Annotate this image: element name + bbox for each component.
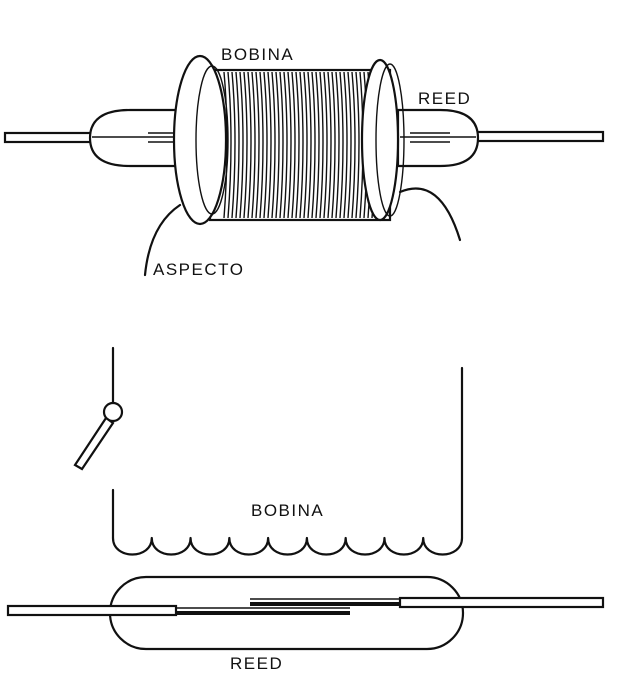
left-glass-bulb [88, 108, 192, 168]
reed-left-blade [176, 611, 350, 615]
right-glass-bulb [396, 108, 480, 168]
left-flange [172, 54, 228, 226]
reed-switch-symbol [6, 575, 605, 651]
reed-left-lead [6, 604, 178, 617]
coil-symbol [111, 366, 464, 556]
reed-label-top: REED [418, 89, 471, 108]
reed-label-bottom: REED [230, 654, 283, 673]
aspect-label: ASPECTO [153, 260, 244, 279]
reed-right-blade [250, 602, 400, 606]
reed-right-lead [398, 596, 605, 609]
reed-relay-schematic: BOBINA REED [6, 346, 605, 673]
reed-relay-aspect: BOBINA REED ASPECTO [3, 45, 605, 279]
coil-lead-wire [398, 187, 462, 242]
coil-switch [73, 346, 124, 471]
coil-winding [208, 68, 392, 222]
coil-label-top: BOBINA [221, 45, 294, 64]
right-flange [360, 58, 400, 222]
aspect-pointer [143, 203, 182, 277]
coil-label-bottom: BOBINA [251, 501, 324, 520]
